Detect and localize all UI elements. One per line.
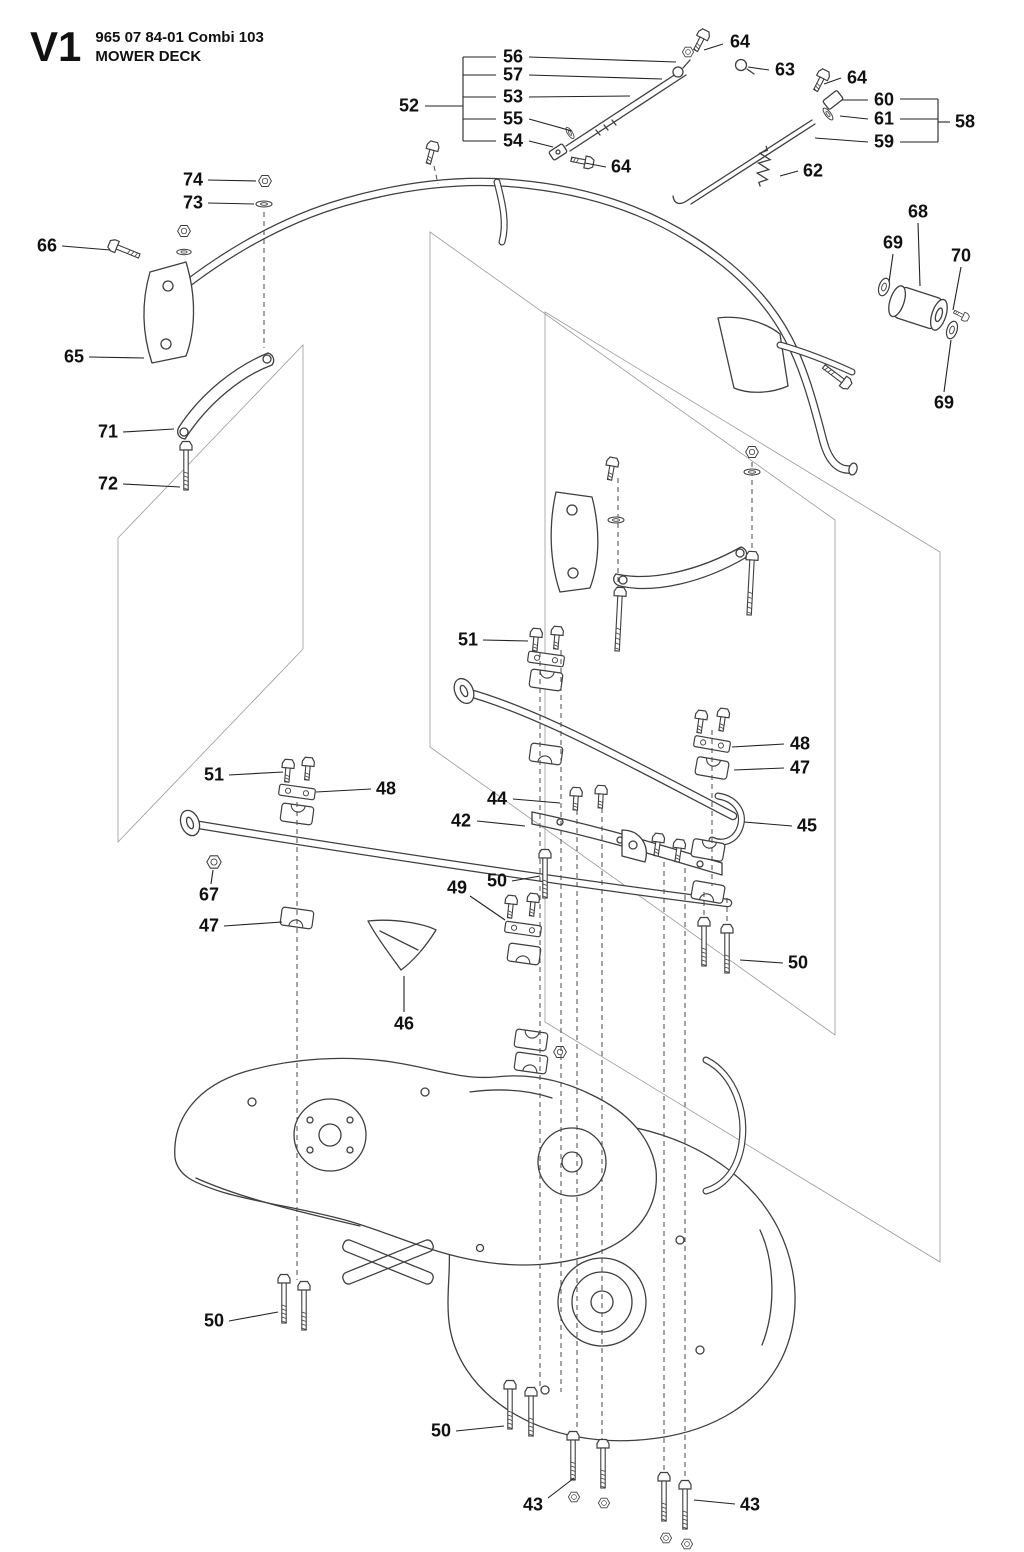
part-number: 965 07 84-01 Combi 103 — [95, 29, 264, 46]
callout-47-b: 47 — [198, 915, 220, 936]
diagram-version: V1 — [30, 23, 82, 70]
callout-56: 56 — [502, 46, 524, 67]
callout-59: 59 — [873, 131, 895, 152]
callout-46: 46 — [393, 1013, 415, 1034]
mower-deck-shell — [174, 1056, 796, 1442]
callout-62: 62 — [802, 160, 824, 181]
callout-69-b: 69 — [933, 392, 955, 413]
callout-70: 70 — [950, 245, 972, 266]
callout-43-b: 43 — [739, 1494, 761, 1515]
callout-72: 72 — [97, 473, 119, 494]
frame-tube — [148, 177, 858, 476]
callout-51-a: 51 — [457, 629, 479, 650]
title-block: V1 965 07 84-01 Combi 103 MOWER DECK — [30, 26, 264, 68]
callout-45: 45 — [796, 815, 818, 836]
callout-68: 68 — [907, 201, 929, 222]
upper-support-bar — [453, 677, 738, 821]
callout-54: 54 — [502, 130, 524, 151]
callout-47-a: 47 — [789, 757, 811, 778]
callout-73: 73 — [182, 192, 204, 213]
callout-50-d: 50 — [430, 1420, 452, 1441]
callout-64-c: 64 — [610, 156, 632, 177]
callout-48-b: 48 — [375, 778, 397, 799]
callout-74: 74 — [182, 169, 204, 190]
callout-64-b: 64 — [846, 67, 868, 88]
callout-51-b: 51 — [203, 764, 225, 785]
callout-49: 49 — [446, 877, 468, 898]
middle-bracket-assembly — [550, 491, 748, 593]
left-bracket-assembly — [143, 261, 275, 440]
top-linkage — [548, 46, 961, 341]
callout-42: 42 — [450, 810, 472, 831]
callout-61: 61 — [873, 108, 895, 129]
callout-53: 53 — [502, 86, 524, 107]
callout-67: 67 — [198, 884, 220, 905]
leader-lines — [61, 43, 962, 1505]
callout-48-a: 48 — [789, 733, 811, 754]
callout-50-c: 50 — [203, 1310, 225, 1331]
callout-69-a: 69 — [882, 232, 904, 253]
page-title: MOWER DECK — [95, 47, 202, 65]
callout-60: 60 — [873, 89, 895, 110]
callout-57: 57 — [502, 64, 524, 85]
callout-55: 55 — [502, 108, 524, 129]
clamps-and-plates — [277, 650, 732, 1075]
lower-support-bar — [179, 809, 733, 908]
center-lines — [263, 165, 753, 1484]
callout-71: 71 — [97, 421, 119, 442]
callout-44: 44 — [486, 788, 508, 809]
callout-58: 58 — [954, 111, 976, 132]
callout-50-a: 50 — [486, 870, 508, 891]
reference-planes — [117, 231, 941, 1263]
callout-63: 63 — [774, 59, 796, 80]
callout-43-a: 43 — [522, 1494, 544, 1515]
callout-66: 66 — [36, 235, 58, 256]
callout-65: 65 — [63, 346, 85, 367]
callout-64-a: 64 — [729, 31, 751, 52]
callout-52: 52 — [398, 95, 420, 116]
hook-and-guide — [367, 792, 745, 971]
callout-50-b: 50 — [787, 952, 809, 973]
